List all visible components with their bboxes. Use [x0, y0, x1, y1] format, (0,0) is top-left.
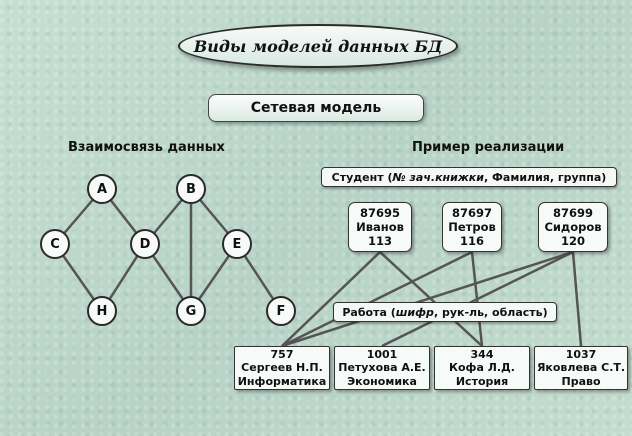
student-number: 87697 [451, 206, 492, 220]
student-name: Сидоров [544, 220, 602, 234]
work-code: 757 [270, 347, 294, 361]
student-name: Петров [448, 220, 496, 234]
left-heading: Взаимосвязь данных [68, 140, 225, 155]
student-number: 87695 [359, 206, 400, 220]
work-area: Экономика [347, 374, 417, 388]
graph-node-d: D [130, 229, 160, 259]
model-subtitle: Сетевая модель [208, 94, 424, 122]
record-link [571, 251, 583, 347]
work-area: Право [561, 374, 601, 388]
work-code: 344 [470, 347, 494, 361]
graph-node-b: B [176, 174, 206, 204]
graph-node-g: G [176, 296, 206, 326]
record-link [381, 250, 574, 348]
work-caption: Работа (шифр, рук-ль, область) [333, 302, 557, 322]
work-record: 344 Кофа Л.Д. История [434, 346, 530, 390]
record-link [281, 250, 473, 348]
graph-node-a: A [87, 174, 117, 204]
work-record: 1001 Петухова А.Е. Экономика [334, 346, 430, 390]
student-caption-before: Студент ( [331, 170, 393, 184]
student-caption-after: , Фамилия, группа) [483, 170, 607, 184]
work-code: 1037 [565, 347, 597, 361]
student-group: 116 [459, 234, 484, 248]
student-caption-italic: № зач.книжки [392, 170, 484, 184]
student-number: 87699 [552, 206, 593, 220]
work-area: Информатика [237, 374, 327, 388]
record-link [281, 250, 574, 348]
work-caption-after: , рук-ль, область) [433, 305, 548, 319]
student-name: Иванов [356, 220, 404, 234]
graph-node-h: H [87, 296, 117, 326]
student-record: 87697 Петров 116 [442, 202, 502, 252]
work-record: 1037 Яковлева С.Т. Право [534, 346, 628, 390]
work-area: История [455, 374, 509, 388]
work-caption-before: Работа ( [342, 305, 396, 319]
right-heading: Пример реализации [412, 140, 565, 155]
work-leader: Яковлева С.Т. [536, 361, 626, 375]
student-record: 87699 Сидоров 120 [538, 202, 608, 252]
student-caption: Студент (№ зач.книжки, Фамилия, группа) [321, 167, 617, 187]
student-record: 87695 Иванов 113 [348, 202, 412, 252]
work-code: 1001 [366, 347, 398, 361]
work-leader: Петухова А.Е. [338, 361, 426, 375]
work-leader: Кофа Л.Д. [448, 361, 515, 375]
graph-node-f: F [266, 296, 296, 326]
work-record: 757 Сергеев Н.П. Информатика [234, 346, 330, 390]
graph-node-e: E [222, 229, 252, 259]
student-group: 120 [560, 234, 585, 248]
work-caption-italic: шифр [395, 305, 434, 319]
student-group: 113 [367, 234, 392, 248]
graph-node-c: C [40, 229, 70, 259]
record-link [281, 251, 381, 347]
page-title: Виды моделей данных БД [178, 24, 458, 68]
work-leader: Сергеев Н.П. [241, 361, 323, 375]
